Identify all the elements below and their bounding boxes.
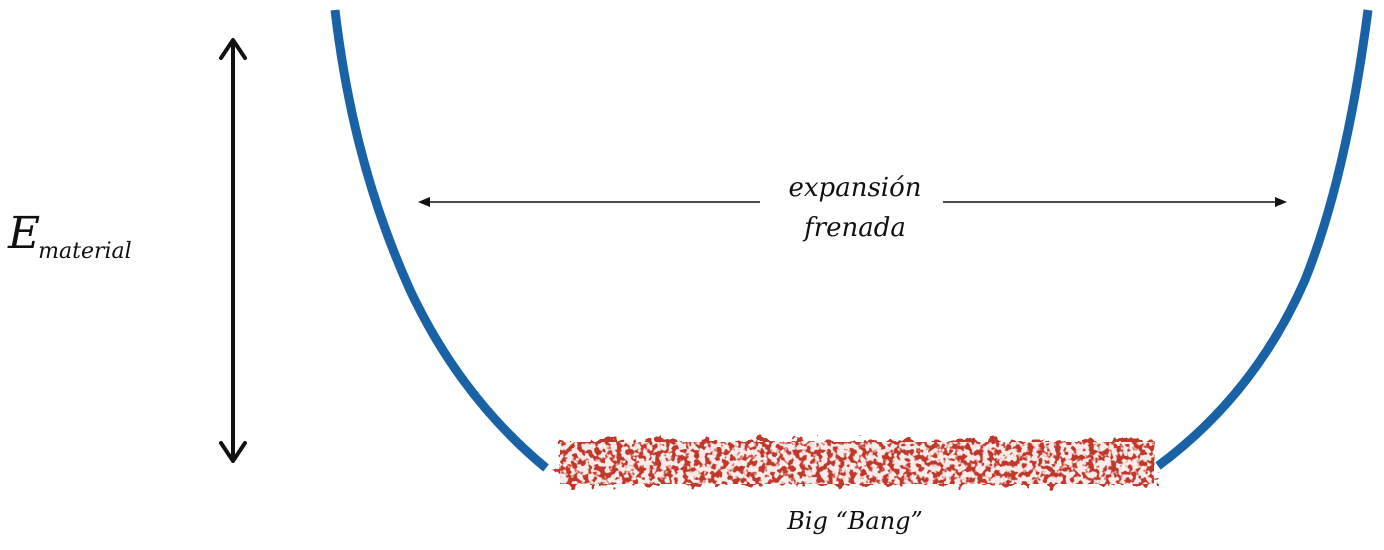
expansion-arrow-right-head [1275,197,1287,207]
big-bang-band [560,442,1154,484]
expansion-label: expansión frenada [770,168,940,248]
expansion-arrow-left-head [418,197,430,207]
energy-symbol: E [8,208,41,259]
energy-arrow [219,38,247,463]
expansion-arrow-right [943,197,1287,207]
energy-material-label: Ematerial [8,212,134,263]
energy-subscript: material [38,239,132,264]
expansion-label-line1: expansión [788,173,922,203]
expansion-curve-right [1155,9,1373,470]
expansion-curve-left [330,9,549,472]
big-bang-label: Big “Bang” [787,507,923,535]
energy-arrow-head-top [219,38,247,60]
energy-arrow-head-bottom [219,441,247,463]
expansion-arrow-left [418,197,760,207]
expansion-label-line2: frenada [804,213,906,243]
